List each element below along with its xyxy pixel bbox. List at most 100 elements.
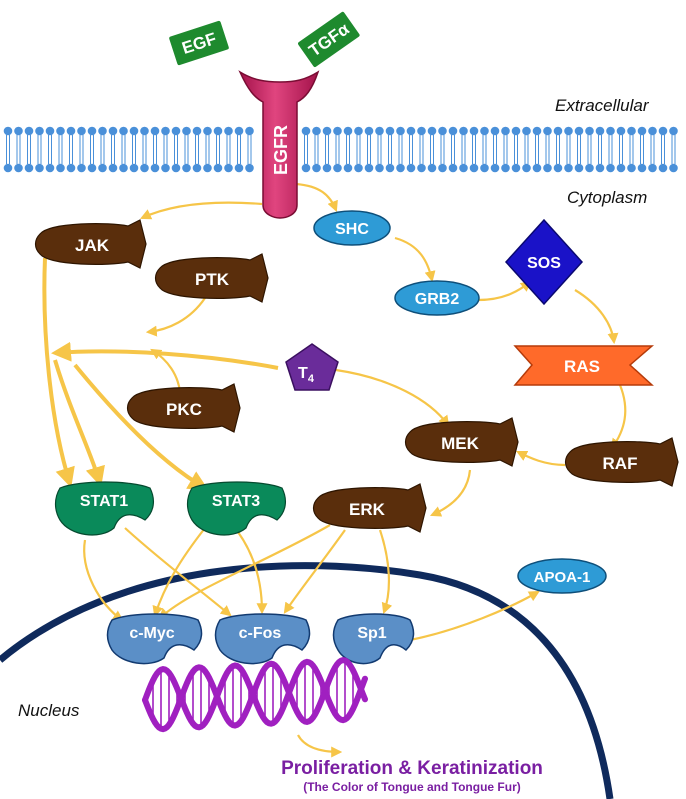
arrow-dna-outcome	[297, 734, 343, 758]
node-erk: ERK	[312, 483, 427, 533]
node-pkc-label: PKC	[166, 400, 202, 419]
arrow-t4-mek	[335, 368, 450, 427]
lipid-tail	[388, 135, 392, 150]
lipid-tail	[226, 149, 231, 164]
lipid-tail	[482, 149, 487, 164]
lipid-head	[574, 126, 584, 136]
lipid-tail	[121, 135, 126, 150]
lipid-head	[564, 163, 573, 173]
lipid-tail	[545, 135, 550, 150]
node-ras-label: RAS	[564, 357, 600, 376]
lipid-tail	[100, 149, 105, 164]
node-raf: RAF	[564, 437, 679, 487]
lipid-head	[406, 126, 416, 136]
node-sos: SOS	[504, 218, 584, 306]
region-extracellular-label: Extracellular	[555, 96, 650, 115]
arrow-erk-cmyc	[158, 524, 331, 620]
lipid-head	[490, 163, 500, 173]
lipid-head	[3, 163, 13, 173]
lipid-tail	[132, 149, 136, 164]
lipid-tail	[237, 149, 241, 164]
lipid-tail	[58, 135, 63, 150]
lipid-head	[375, 126, 384, 136]
lipid-tail	[48, 135, 52, 150]
lipid-head	[627, 126, 636, 136]
lipid-head	[224, 126, 233, 136]
lipid-tail	[566, 149, 571, 164]
node-t4-label: T4	[298, 365, 315, 385]
lipid-head	[438, 126, 447, 136]
lipid-head	[385, 163, 395, 173]
lipid-tail	[346, 149, 350, 164]
arrow-stat1-cmyc	[83, 539, 124, 622]
lipid-head	[45, 163, 55, 173]
lipid-tail	[37, 149, 42, 164]
lipid-head	[343, 126, 353, 136]
lipid-tail	[356, 135, 361, 150]
lipid-head	[87, 126, 97, 136]
lipid-head	[119, 126, 128, 136]
lipid-head	[150, 163, 160, 173]
lipid-tail	[205, 149, 210, 164]
lipid-tail	[430, 149, 434, 164]
lipid-tail	[163, 149, 168, 164]
lipid-head	[469, 126, 479, 136]
lipid-head	[606, 163, 615, 173]
lipid-tail	[216, 135, 220, 150]
lipid-tail	[524, 135, 529, 150]
lipid-tail	[650, 135, 655, 150]
lipid-tail	[598, 149, 602, 164]
lipid-head	[532, 126, 542, 136]
lipid-tail	[629, 149, 634, 164]
node-stat1-label: STAT1	[80, 493, 128, 510]
lipid-head	[658, 163, 668, 173]
lipid-tail	[69, 149, 73, 164]
lipid-tail	[671, 149, 676, 164]
lipid-tail	[111, 135, 115, 150]
lipid-head	[448, 163, 458, 173]
node-erk-label: ERK	[349, 500, 386, 519]
lipid-tail	[247, 149, 252, 164]
node-ras: RAS	[513, 345, 655, 386]
region-nucleus-label: Nucleus	[18, 701, 80, 720]
lipid-tail	[671, 135, 676, 150]
node-cfos: c-Fos	[214, 613, 311, 665]
lipid-tail	[398, 135, 403, 150]
lipid-tail	[121, 149, 126, 164]
lipid-tail	[608, 149, 613, 164]
node-mek: MEK	[404, 417, 519, 467]
lipid-head	[108, 126, 118, 136]
cell-membrane	[3, 126, 678, 173]
lipid-head	[396, 126, 405, 136]
node-shc-label: SHC	[335, 221, 369, 238]
lipid-head	[501, 126, 510, 136]
arrow-shc-grb2	[394, 236, 436, 283]
arrow-erk-sp1	[378, 529, 393, 615]
lipid-tail	[451, 149, 455, 164]
lipid-tail	[650, 149, 655, 164]
lipid-tail	[409, 149, 413, 164]
lipid-tail	[556, 149, 560, 164]
lipid-tail	[6, 149, 10, 164]
lipid-head	[438, 163, 447, 173]
lipid-tail	[184, 135, 189, 150]
arrow-mek-erk	[429, 469, 472, 517]
lipid-head	[532, 163, 542, 173]
lipid-head	[224, 163, 233, 173]
lipid-tail	[16, 135, 21, 150]
node-stat1: STAT1	[54, 481, 155, 536]
lipid-head	[627, 163, 636, 173]
arrow-jak-stat1	[42, 257, 75, 488]
lipid-head	[98, 126, 107, 136]
lipid-tail	[577, 135, 581, 150]
arrow-sos-ras	[574, 289, 619, 345]
lipid-tail	[237, 135, 241, 150]
lipid-head	[213, 163, 223, 173]
lipid-head	[354, 163, 363, 173]
lipid-tail	[142, 135, 147, 150]
lipid-tail	[314, 149, 319, 164]
lipid-tail	[482, 135, 487, 150]
lipid-head	[213, 126, 223, 136]
lipid-tail	[619, 149, 623, 164]
